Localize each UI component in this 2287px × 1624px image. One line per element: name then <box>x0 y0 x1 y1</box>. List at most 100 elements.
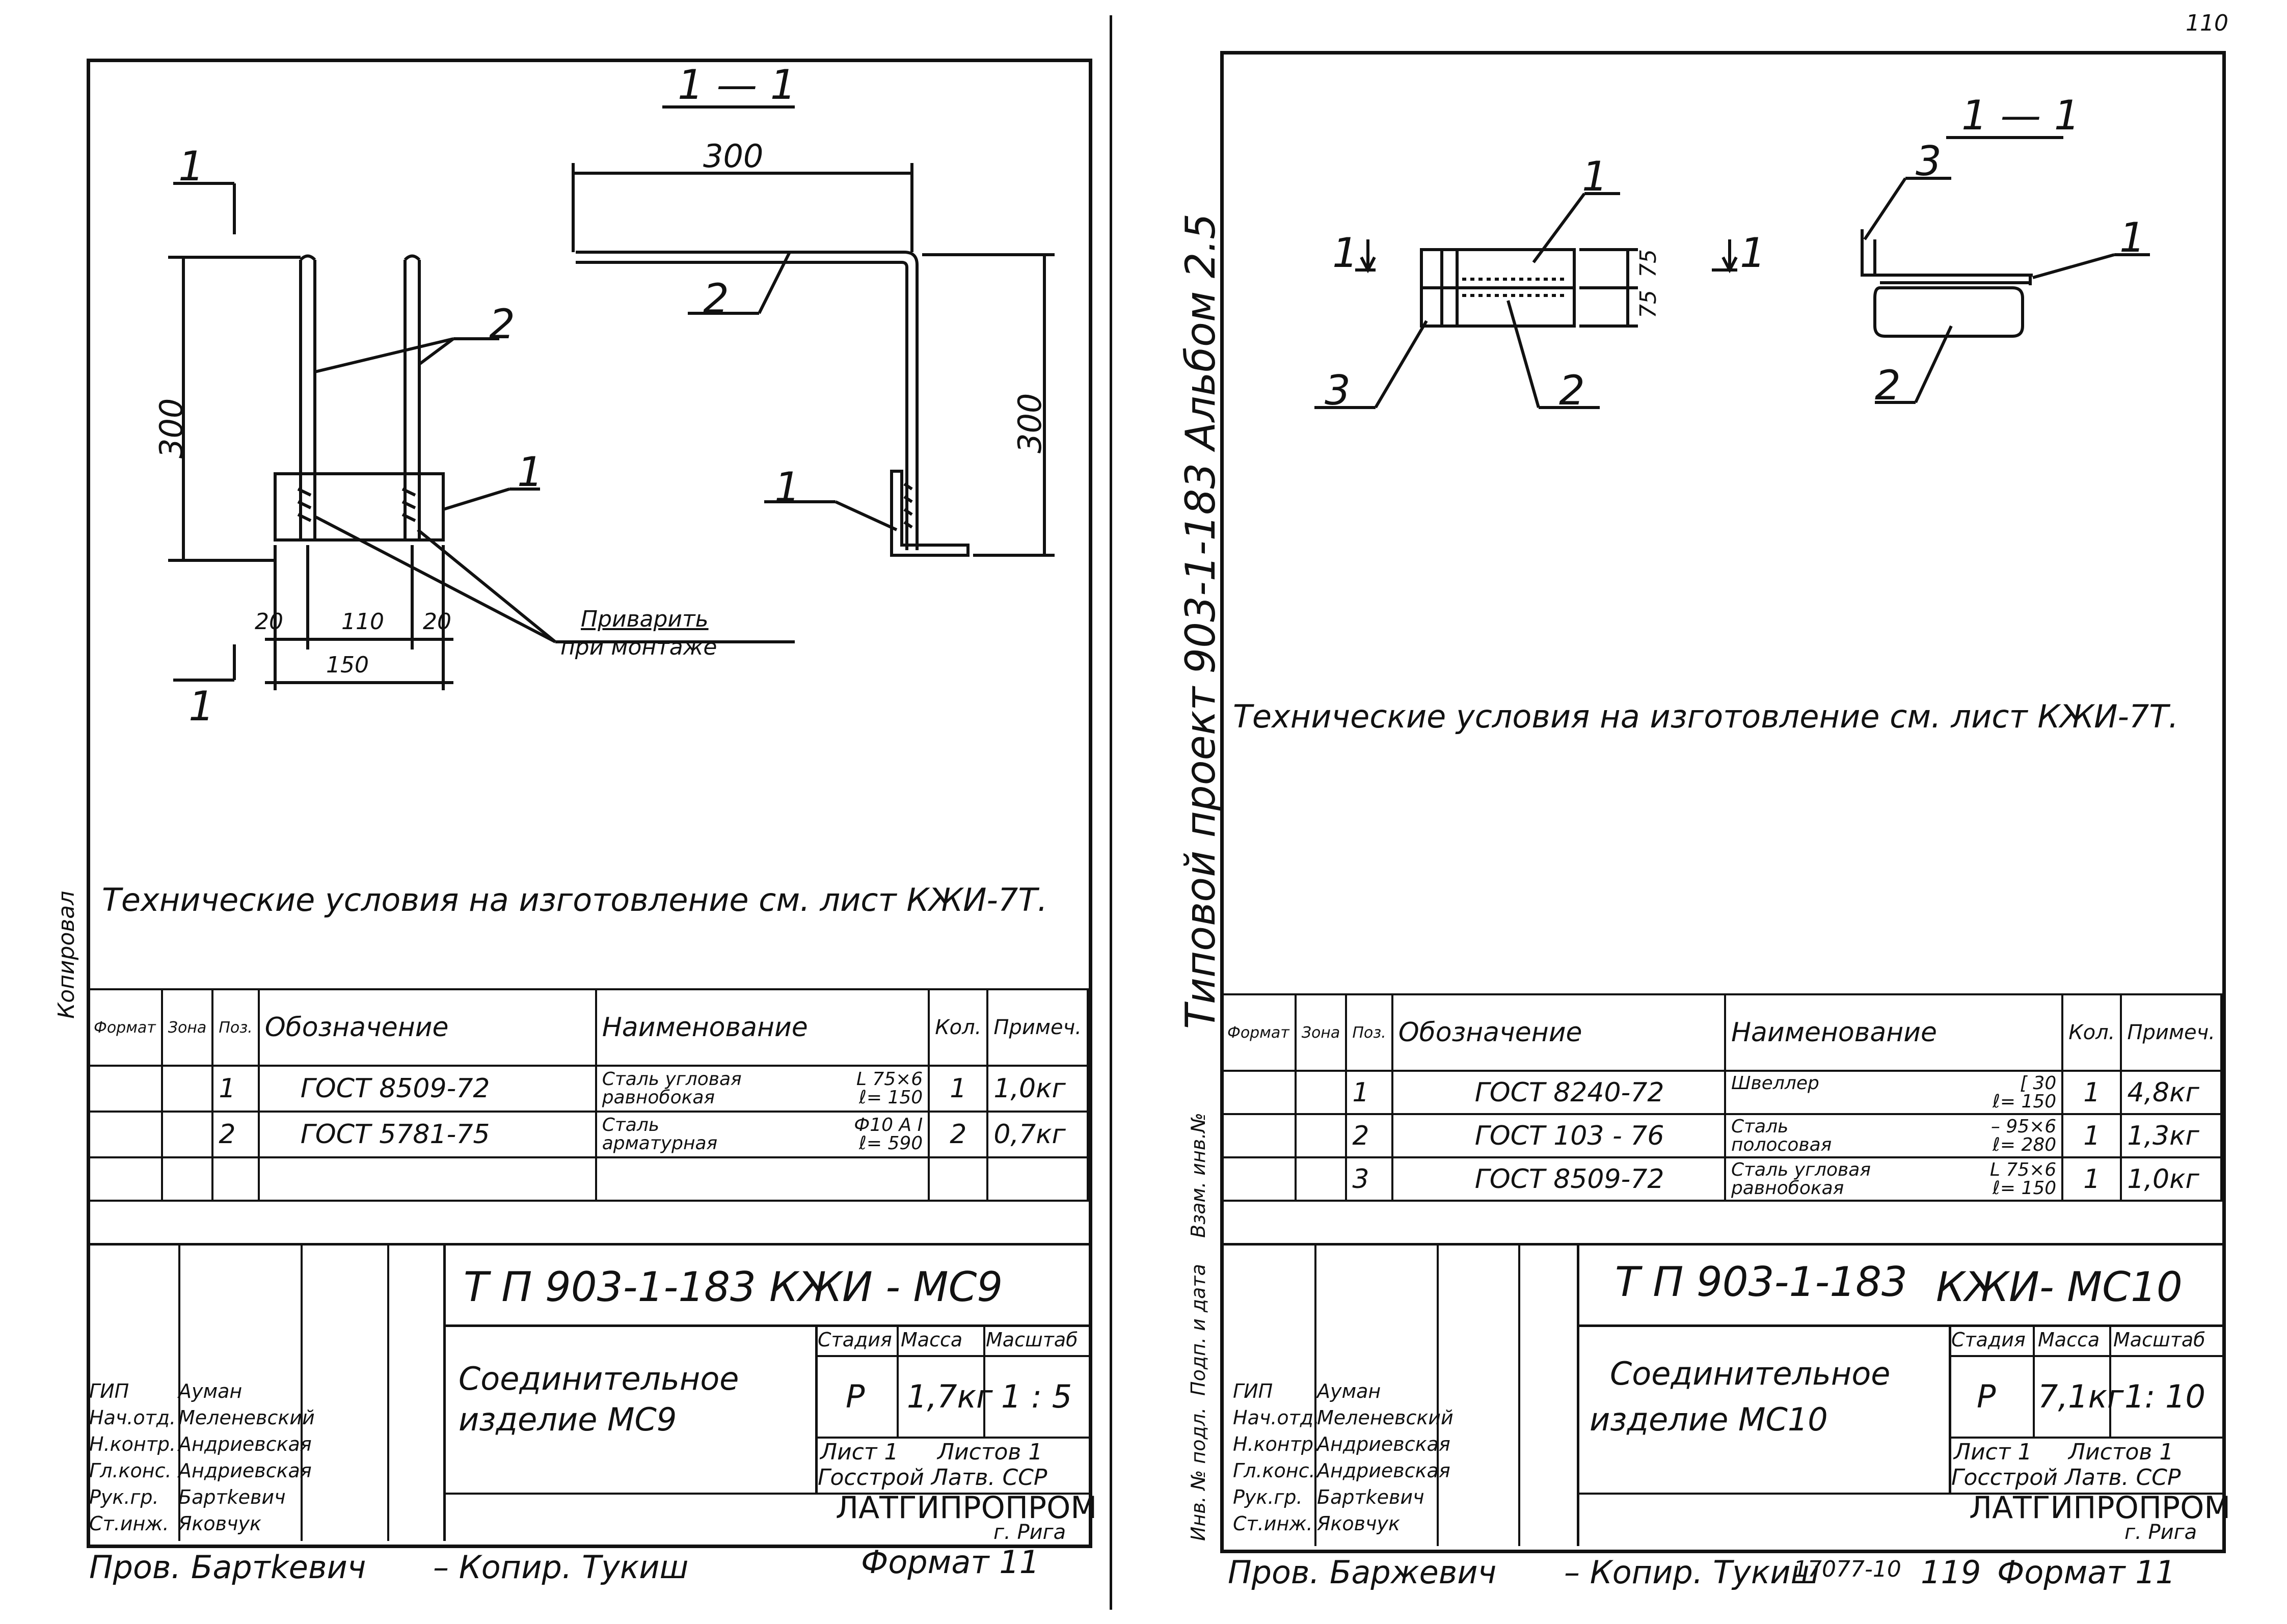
right-stamp-code: Т П 903-1-183 <box>1615 1258 1907 1306</box>
dim-75a: 75 <box>1635 249 1661 278</box>
col-note: Примеч. <box>2120 993 2222 1072</box>
right-footer-num: 17077-10 <box>1793 1556 1901 1582</box>
right-org1: Госстрой Латв. ССР <box>1951 1465 2181 1491</box>
left-stage-label: Стадия <box>818 1329 892 1351</box>
col-zone: Зона <box>1294 993 1348 1072</box>
dim-150: 150 <box>326 652 369 678</box>
right-scale-label: Масштаб <box>2113 1329 2205 1351</box>
side-stamp-replace: Взам. инв.№ <box>1187 1113 1209 1238</box>
row-pos: 1 <box>1345 1070 1393 1115</box>
left-stamp-code: Т П 903-1-183 <box>464 1263 756 1311</box>
right-frame <box>1220 51 2226 1553</box>
right-stage: Р <box>1977 1378 1996 1415</box>
right-cut-mark-left: 1 <box>1332 229 1358 277</box>
right-org2: ЛАТГИПРОПРОМ <box>1969 1490 2231 1526</box>
col-format: Формат <box>87 988 163 1067</box>
row-name: Швеллер[ 30 ℓ= 150 <box>1724 1070 2064 1115</box>
dim-300-top: 300 <box>703 138 764 175</box>
row-note: 1,3кг <box>2120 1113 2222 1158</box>
left-org1: Госстрой Латв. ССР <box>818 1465 1047 1491</box>
right-tech-note: Технические условия на изготовление см. … <box>1233 698 2178 735</box>
callout-1-section: 1 <box>2119 214 2145 261</box>
right-stamp-title1: Соединительное <box>1610 1355 1891 1392</box>
callout-2-section: 2 <box>1875 362 1901 409</box>
left-scale-label: Масштаб <box>986 1329 1078 1351</box>
callout-1-plan: 1 <box>1582 153 1608 200</box>
left-stamp-title2: изделие МС9 <box>459 1401 677 1438</box>
col-designation: Обозначение <box>257 988 597 1067</box>
left-org3: г. Рига <box>993 1521 1066 1544</box>
right-footer-format: Формат 11 <box>1997 1554 2176 1591</box>
table-row: 1 ГОСТ 8509-72 Сталь угловая L 75×6 равн… <box>87 1065 1089 1113</box>
left-sheets-count: Листов 1 <box>937 1439 1043 1465</box>
side-stamp-inv: Инв. № подл. <box>1187 1407 1209 1541</box>
right-org3: г. Рига <box>2124 1521 2197 1544</box>
row-designation: ГОСТ 8509-72 <box>257 1065 597 1113</box>
left-mass: 1,7кг <box>907 1378 993 1415</box>
table-row: 1 ГОСТ 8240-72 Швеллер[ 30 ℓ= 150 1 4,8к… <box>1220 1070 2222 1115</box>
col-note: Примеч. <box>986 988 1089 1067</box>
callout-3-section: 3 <box>1916 138 1942 185</box>
row-note: 1,0кг <box>2120 1156 2222 1202</box>
right-footer-copy: – Копир. Тукиш <box>1564 1554 1820 1591</box>
row-designation: ГОСТ 8509-72 <box>1391 1156 1726 1202</box>
list-item: Гл.конс.Андриевская <box>89 1459 312 1482</box>
callout-2-left: 2 <box>489 301 515 348</box>
callout-2-plan: 2 <box>1559 367 1585 414</box>
left-stage: Р <box>846 1378 865 1415</box>
row-designation: ГОСТ 103 - 76 <box>1391 1113 1726 1158</box>
list-item: Н.контр.Андриевская <box>89 1433 312 1455</box>
list-item: Нач.отд.Меленевский <box>89 1406 315 1429</box>
left-tech-note: Технические условия на изготовление см. … <box>102 881 1047 918</box>
left-footer-format: Формат 11 <box>861 1544 1040 1581</box>
left-footer-copy: – Копир. Тукиш <box>433 1549 689 1586</box>
left-spec-table: Формат Зона Поз. Обозначение Наименовани… <box>87 988 1089 1202</box>
left-stamp-title1: Соединительное <box>459 1360 739 1397</box>
row-pos: 2 <box>1345 1113 1393 1158</box>
row-note: 4,8кг <box>2120 1070 2222 1115</box>
row-name: Сталь Ф10 А I арматурная ℓ= 590 <box>595 1111 930 1158</box>
callout-1-section: 1 <box>774 464 800 511</box>
list-item: Рук.гр.Бартkевич <box>1233 1486 1424 1508</box>
callout-2-section: 2 <box>703 275 729 322</box>
row-qty: 2 <box>928 1111 989 1158</box>
col-pos: Поз. <box>211 988 260 1067</box>
right-spec-table: Формат Зона Поз. Обозначение Наименовани… <box>1220 993 2222 1202</box>
right-stamp-title2: изделие МС10 <box>1590 1401 1828 1438</box>
right-sheets-count: Листов 1 <box>2068 1439 2174 1465</box>
left-cut-mark-top: 1 <box>178 143 204 190</box>
row-note: 0,7кг <box>986 1111 1089 1158</box>
left-mass-label: Масса <box>901 1329 963 1351</box>
left-sheet-no: Лист 1 <box>820 1439 899 1465</box>
col-designation: Обозначение <box>1391 993 1726 1072</box>
list-item: Нач.отд.Меленевский <box>1233 1406 1454 1429</box>
col-name: Наименование <box>1724 993 2064 1072</box>
row-qty: 1 <box>2061 1156 2122 1202</box>
list-item: Ст.инж.Яковчук <box>1233 1512 1400 1535</box>
col-format: Формат <box>1220 993 1297 1072</box>
left-cut-mark-bottom: 1 <box>189 683 214 730</box>
dim-110: 110 <box>341 609 384 635</box>
row-qty: 1 <box>2061 1070 2122 1115</box>
right-mass-label: Масса <box>2038 1329 2100 1351</box>
row-qty: 1 <box>2061 1113 2122 1158</box>
weld-note-line1: Приварить <box>581 606 709 632</box>
col-qty: Кол. <box>2061 993 2122 1072</box>
row-designation: ГОСТ 8240-72 <box>1391 1070 1726 1115</box>
right-side-project: Типовой проект 903-1-183 Альбом 2.5 <box>1177 213 1224 1029</box>
left-stamp-mark: КЖИ - МС9 <box>769 1263 1003 1311</box>
right-cut-mark-right: 1 <box>1740 229 1766 277</box>
right-footer-checker: Пров. Баржевич <box>1228 1554 1497 1591</box>
right-section-label: 1 — 1 <box>1961 92 2080 139</box>
left-frame <box>87 59 1092 1548</box>
col-zone: Зона <box>160 988 214 1067</box>
left-footer-checker: Пров. Бартkевич <box>89 1549 366 1586</box>
col-name: Наименование <box>595 988 930 1067</box>
row-note: 1,0кг <box>986 1065 1089 1113</box>
